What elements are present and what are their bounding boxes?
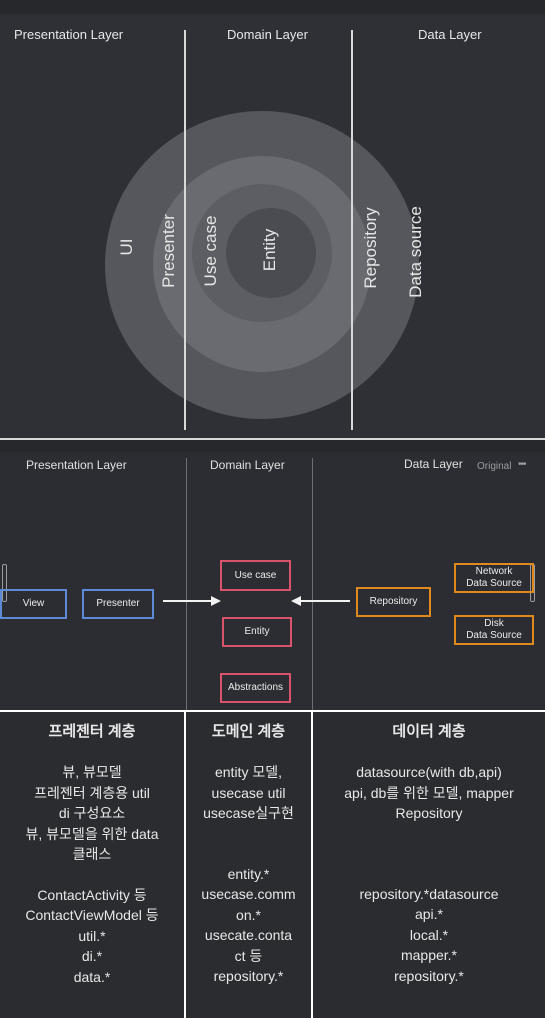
table-cell-data-packages: repository.*datasource api.* local.* map…	[359, 885, 499, 984]
mid-divider-right	[312, 458, 313, 710]
entity-core	[226, 208, 316, 298]
view-box: View	[0, 589, 67, 619]
abstractions-box: Abstractions	[220, 673, 291, 703]
layer-flow-diagram: Presentation Layer Domain Layer Data Lay…	[0, 452, 545, 710]
ring-label-ui: UI	[117, 238, 136, 256]
left-scroll-handle[interactable]	[2, 564, 7, 602]
mid-header-presentation: Presentation Layer	[26, 458, 127, 472]
table-header-domain: 도메인 계층	[211, 723, 286, 740]
table-cell-domain-packages: entity.* usecase.comm on.* usecate.conta…	[201, 865, 296, 985]
use-case-box: Use case	[220, 560, 291, 591]
mid-header-data: Data Layer	[404, 457, 463, 471]
top-header-presentation: Presentation Layer	[14, 27, 124, 42]
table-separator-1	[184, 712, 186, 1018]
section-divider	[0, 438, 545, 440]
mid-header-domain: Domain Layer	[210, 458, 285, 472]
table-header-presentation: 프레젠터 계층	[48, 723, 136, 740]
arrow-head-left	[291, 596, 301, 606]
presenter-box: Presenter	[82, 589, 154, 619]
repository-to-usecase-arrow	[300, 600, 350, 602]
table-cell-data-components: datasource(with db,api) api, db를 위한 모델, …	[344, 764, 514, 821]
table-cell-presentation-components: 뷰, 뷰모델 프레젠터 계층용 util di 구성요소 뷰, 뷰모델을 위한 …	[25, 764, 159, 862]
table-column-domain: 도메인 계층 entity 모델, usecase util usecase실구…	[186, 712, 311, 1018]
ring-label-presenter: Presenter	[159, 214, 178, 288]
clean-architecture-circle-diagram: Presentation Layer Domain Layer Data Lay…	[0, 0, 545, 438]
table-cell-domain-components: entity 모델, usecase util usecase실구현	[203, 764, 294, 821]
network-data-source-box: Network Data Source	[454, 563, 534, 593]
top-header-data: Data Layer	[418, 27, 482, 42]
disk-data-source-box: Disk Data Source	[454, 615, 534, 645]
table-cell-presentation-packages: ContactActivity 등 ContactViewModel 등 uti…	[25, 886, 159, 985]
table-header-data: 데이터 계층	[392, 723, 466, 740]
top-divider-right	[351, 30, 353, 430]
arrow-head-right	[211, 596, 221, 606]
more-options-icon[interactable]: •••	[518, 459, 526, 470]
mid-divider-left	[186, 458, 187, 710]
ring-label-repository: Repository	[361, 207, 380, 289]
entity-box: Entity	[222, 617, 292, 647]
table-separator-2	[311, 712, 313, 1018]
top-divider-left	[184, 30, 186, 430]
ring-label-use-case: Use case	[201, 215, 220, 287]
ring-label-entity: Entity	[260, 228, 279, 272]
presenter-to-usecase-arrow	[163, 600, 213, 602]
ring-label-data-source: Data source	[406, 206, 425, 298]
top-strip	[0, 0, 545, 14]
layer-summary-table: 프레젠터 계층 뷰, 뷰모델 프레젠터 계층용 util di 구성요소 뷰, …	[0, 710, 545, 1018]
table-column-presentation: 프레젠터 계층 뷰, 뷰모델 프레젠터 계층용 util di 구성요소 뷰, …	[0, 712, 184, 1018]
table-column-data: 데이터 계층 datasource(with db,api) api, db를 …	[313, 712, 545, 1018]
section-gap	[0, 440, 545, 452]
original-toggle[interactable]: Original	[477, 461, 512, 472]
repository-box: Repository	[356, 587, 431, 617]
top-header-domain: Domain Layer	[227, 27, 308, 42]
